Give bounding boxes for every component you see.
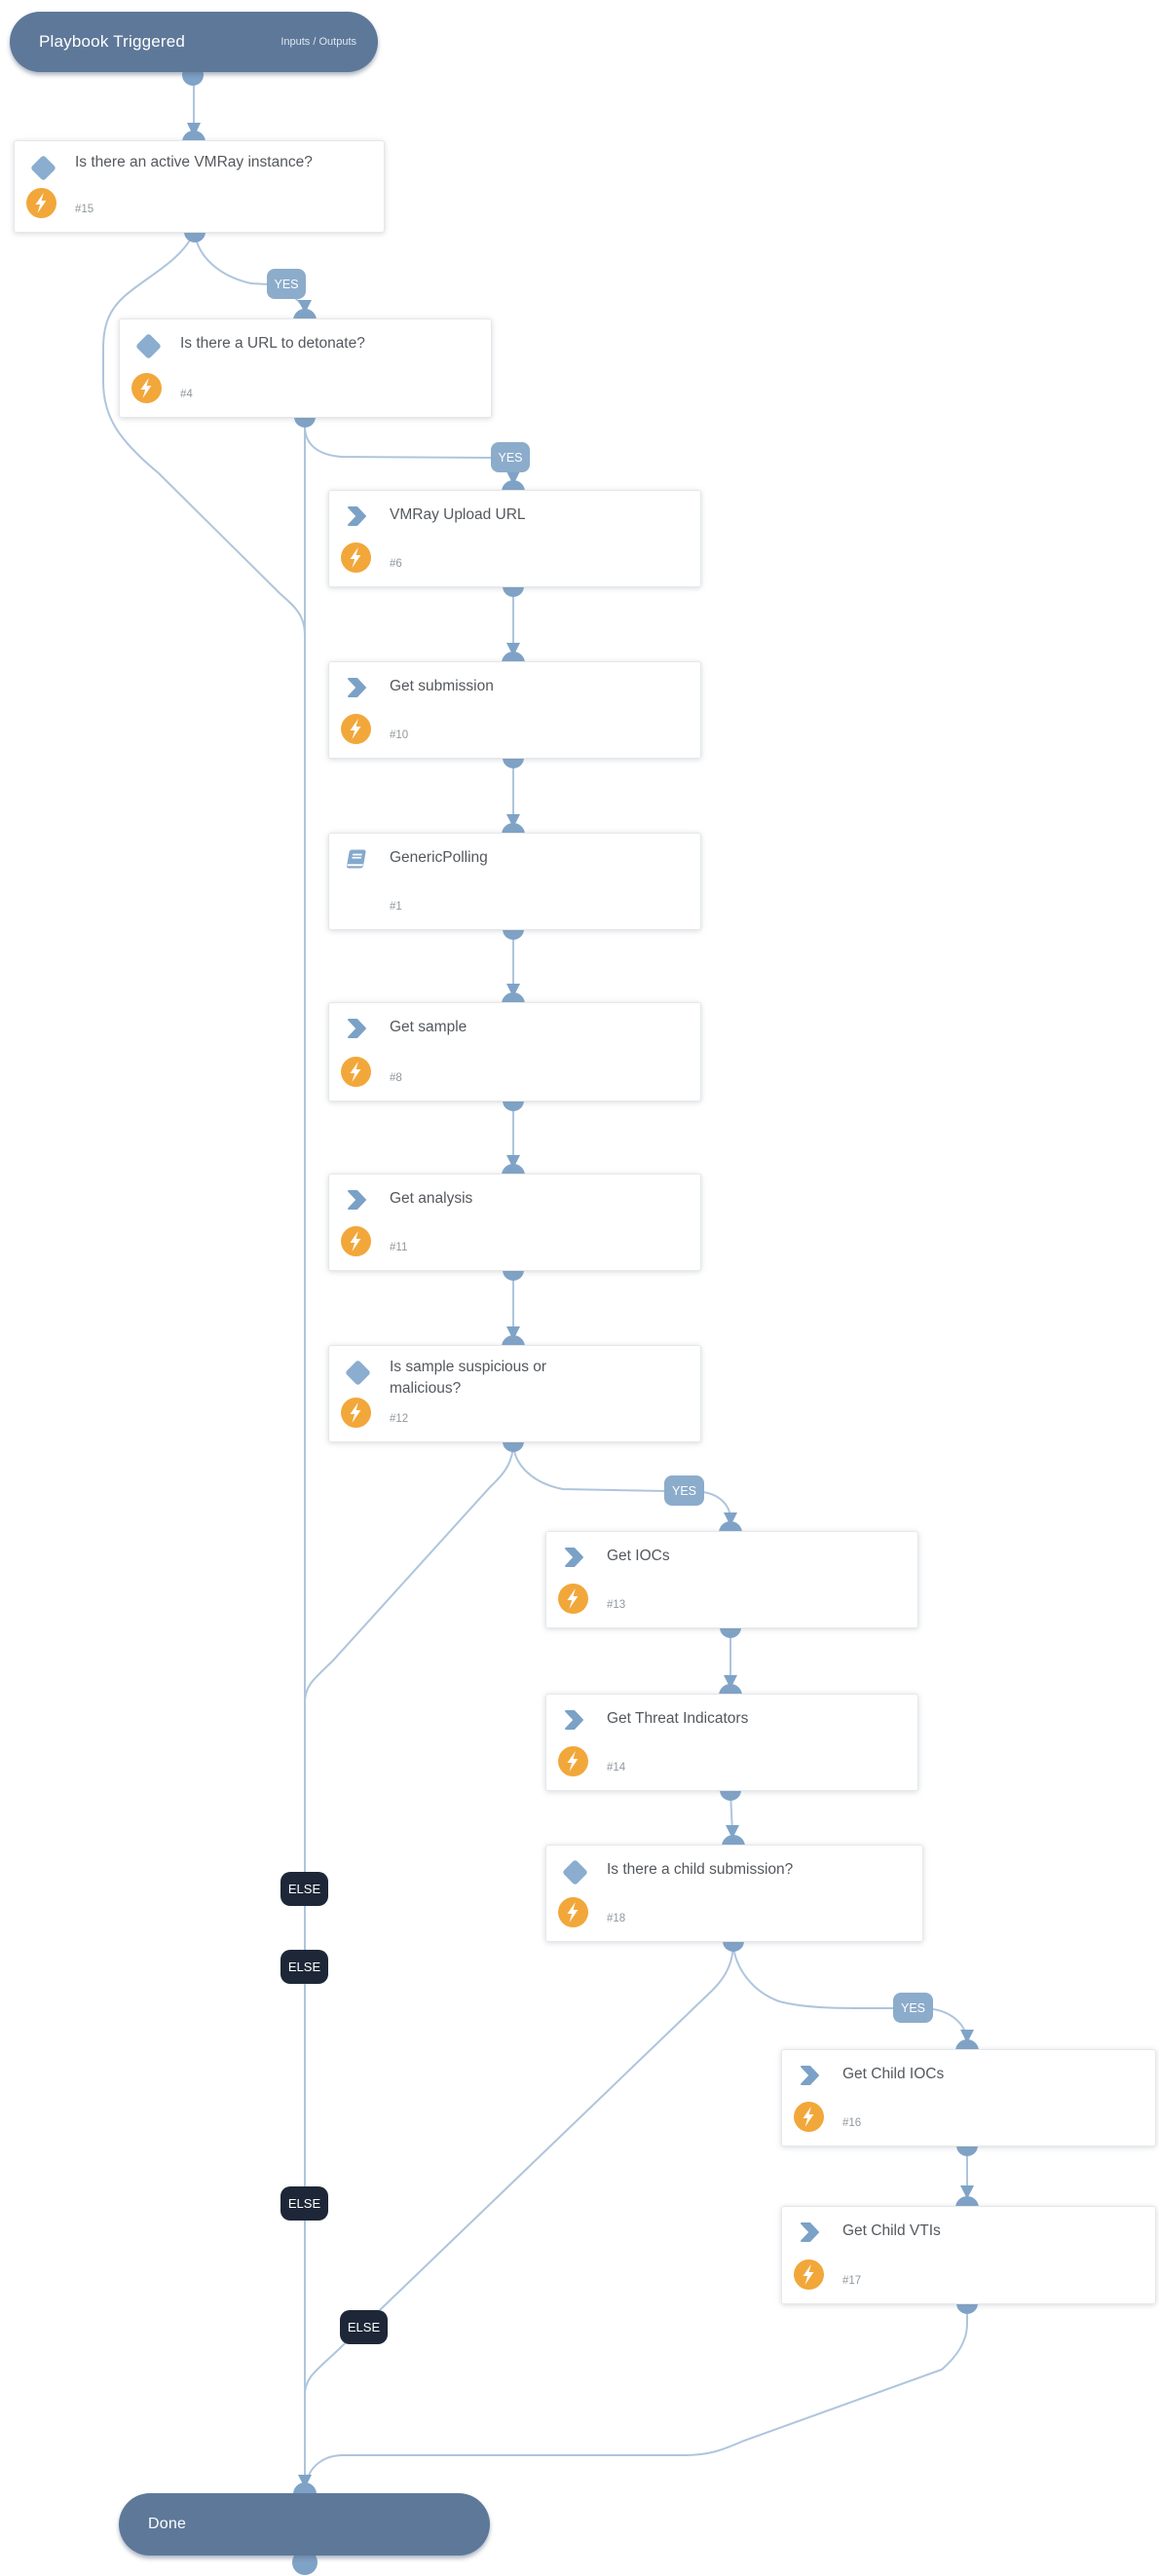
command-chevron-icon [344,1189,369,1213]
task-id: #15 [75,204,94,215]
condition-diamond-icon [345,1360,371,1386]
command-chevron-icon [561,1547,586,1571]
task-node-get-submission[interactable]: Get submission #10 [328,661,701,759]
condition-node-url-to-detonate[interactable]: Is there a URL to detonate? #4 [119,318,492,418]
playbook-trigger-node[interactable]: Playbook Triggered Inputs / Outputs [10,12,378,72]
task-title: Get Threat Indicators [607,1710,749,1727]
command-chevron-icon [561,1709,586,1734]
edge-yes [512,1441,667,1492]
task-id: #1 [390,901,402,913]
edge-yes [932,2008,967,2037]
task-title: VMRay Upload URL [390,506,526,523]
subplaybook-node-genericpolling[interactable]: GenericPolling #1 [328,833,701,930]
task-id: #10 [390,729,409,741]
task-id: #12 [390,1413,409,1425]
lightning-icon [341,714,371,744]
lightning-icon [794,2102,824,2132]
edge-else [304,1441,514,1703]
lightning-icon [341,1057,371,1087]
connector-dome [182,131,979,2506]
condition-diamond-icon [30,155,56,181]
yes-badge: YES [491,442,530,472]
else-badge: ELSE [280,2186,328,2221]
command-chevron-icon [344,1018,369,1042]
inputs-outputs-link[interactable]: Inputs / Outputs [280,36,356,48]
lightning-icon [341,1226,371,1256]
else-badge: ELSE [280,1872,328,1906]
else-badge: ELSE [340,2310,388,2344]
task-id: #6 [390,558,402,570]
condition-node-sample-suspicious-or-malicious[interactable]: Is sample suspicious or malicious? #12 [328,1345,701,1442]
yes-badge: YES [267,269,306,299]
edge-else [304,1941,734,2395]
task-title: Is sample suspicious or malicious? [390,1359,547,1398]
condition-diamond-icon [562,1859,588,1885]
edge-yes [194,232,270,285]
task-node-get-child-vtis[interactable]: Get Child VTIs #17 [781,2206,1156,2304]
edge-yes [732,1941,896,2010]
task-title: Get Child VTIs [842,2222,941,2239]
lightning-icon [26,188,56,218]
done-title: Done [148,2516,187,2532]
task-title: Is there a URL to detonate? [180,335,365,352]
task-title: Get IOCs [607,1548,670,1564]
lightning-icon [131,373,162,403]
task-title: Get sample [390,1019,467,1035]
task-id: #4 [180,389,193,400]
task-node-get-analysis[interactable]: Get analysis #11 [328,1174,701,1271]
task-node-get-iocs[interactable]: Get IOCs #13 [545,1531,918,1628]
yes-badge: YES [664,1475,704,1506]
lightning-icon [341,1398,371,1428]
lightning-icon [558,1746,588,1776]
edge [307,2303,968,2480]
task-id: #11 [390,1242,408,1253]
task-node-get-sample[interactable]: Get sample #8 [328,1002,701,1101]
condition-diamond-icon [135,333,162,359]
task-title: Is there a child submission? [607,1861,794,1878]
playbook-trigger-title: Playbook Triggered [39,32,186,51]
command-chevron-icon [344,677,369,701]
yes-badge: YES [893,1993,933,2023]
command-chevron-icon [797,2221,822,2246]
task-title: Get submission [390,678,494,694]
task-node-get-child-iocs[interactable]: Get Child IOCs #16 [781,2049,1156,2147]
playbook-book-icon [344,848,369,873]
condition-node-child-submission[interactable]: Is there a child submission? #18 [545,1845,923,1942]
arrowhead [187,123,974,2488]
done-node[interactable]: Done [119,2493,490,2556]
edge-else [102,232,306,636]
command-chevron-icon [797,2065,822,2089]
task-id: #16 [842,2117,862,2129]
lightning-icon [558,1897,588,1927]
task-id: #17 [842,2275,862,2287]
task-id: #13 [607,1599,626,1611]
lightning-icon [558,1584,588,1614]
task-id: #14 [607,1762,626,1773]
task-title: Is there an active VMRay instance? [75,154,313,170]
task-node-get-threat-indicators[interactable]: Get Threat Indicators #14 [545,1694,918,1791]
lightning-icon [794,2259,824,2290]
task-id: #18 [607,1913,626,1924]
task-title: Get Child IOCs [842,2066,945,2082]
task-title: Get analysis [390,1190,473,1207]
lightning-icon [341,542,371,573]
command-chevron-icon [344,505,369,530]
edge-yes [304,426,496,459]
task-node-vmray-upload-url[interactable]: VMRay Upload URL #6 [328,490,701,587]
condition-node-active-vmray-instance[interactable]: Is there an active VMRay instance? #15 [14,140,385,233]
else-badge: ELSE [280,1950,328,1984]
task-title: GenericPolling [390,849,488,866]
task-id: #8 [390,1072,402,1084]
